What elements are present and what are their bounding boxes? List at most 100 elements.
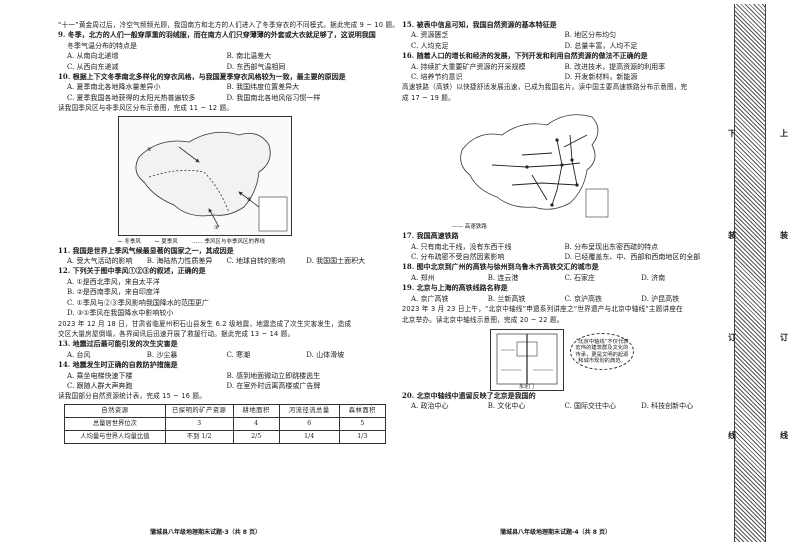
option[interactable]: C. 跟随人群大声奔跑 xyxy=(67,381,133,390)
option[interactable]: C. 分布疏密不受自然因素影响 xyxy=(411,253,505,262)
option[interactable]: A. 夏季南北各地降水量差异小 xyxy=(67,83,161,92)
option[interactable]: B. 南北温差大 xyxy=(226,52,272,61)
option[interactable]: C. 寒潮 xyxy=(226,350,251,359)
table-header-cell: 森林面积 xyxy=(338,403,387,418)
option[interactable]: D. 东西部气温相同 xyxy=(226,62,286,71)
option[interactable]: A. 乘坐电梯快速下楼 xyxy=(67,371,133,380)
intro-20-22: 2023 年 3 月 23 日上午，“北京中轴线”申遗系列讲座之“世界遗产与北京… xyxy=(402,305,683,314)
intro-9-10: “十一”黄金周过后，冷空气频频光顾，我国南方和北方的人们进入了冬季穿衣的不同模式… xyxy=(58,21,400,29)
option[interactable]: B. 改进技术，提高资源的利用率 xyxy=(564,62,666,71)
binding-label: 订 xyxy=(728,333,736,342)
question-19-options: A. 京广高铁 B. 兰新高铁 C. 京沪高铁 D. 沪昆高铁 xyxy=(402,294,718,304)
option[interactable]: C. 地球自转的影响 xyxy=(226,257,286,266)
option[interactable]: C. 人均充足 xyxy=(411,41,449,50)
central-axis-figure xyxy=(496,333,558,385)
option[interactable]: A. 只有南北干线，没有东西干线 xyxy=(411,242,512,251)
option[interactable]: D. 济南 xyxy=(641,273,666,282)
option[interactable]: C. 石家庄 xyxy=(564,273,596,282)
binding-label: 线 xyxy=(728,431,736,440)
question-14-options: A. 乘坐电梯快速下楼 B. 感到地面微动立即跳楼逃生 C. 跟随人群大声奔跑 … xyxy=(58,371,386,392)
monsoon-map-figure: ① ② ③ xyxy=(135,131,288,231)
table-cell: 总量居世界位次 xyxy=(64,416,166,431)
option[interactable]: B. 沙尘暴 xyxy=(146,350,178,359)
option[interactable]: A. 政治中心 xyxy=(411,402,449,411)
question-19: 19. 北京与上海的高铁线路名称是 xyxy=(402,283,508,293)
legend-item: ← 冬季风 xyxy=(118,238,141,245)
option[interactable]: A. 台风 xyxy=(67,350,91,359)
question-12-item: B. ②是西南季风，来自印度洋 xyxy=(67,288,160,297)
binding-label: 下 xyxy=(728,129,736,138)
option[interactable]: A. 受大气活动的影响 xyxy=(67,257,133,266)
option[interactable]: B. 我国纬度位置差异大 xyxy=(226,83,300,92)
option[interactable]: D. 我国国土面积大 xyxy=(306,257,366,266)
map-label: ③ xyxy=(214,225,219,231)
question-10-options: A. 夏季南北各地降水量差异小 B. 我国纬度位置差异大 C. 夏季我国各地获得… xyxy=(58,82,386,103)
option[interactable]: D. 在室外时远离高楼或广告牌 xyxy=(226,381,321,390)
binding-label: 装 xyxy=(780,231,788,240)
option[interactable]: D. 已经覆盖东、中、西部和西南地区的全部 xyxy=(564,253,701,262)
question-15-options: A. 资源匮乏 B. 地区分布均匀 C. 人均充足 D. 总量丰富，人均不足 xyxy=(402,30,718,51)
option[interactable]: B. 连云港 xyxy=(487,273,519,282)
intro-13-14-cont: 交区大量房屋倒塌，各界闻讯后迅速开展了救援行动。据此完成 13 ~ 14 题。 xyxy=(58,329,295,338)
option[interactable]: C. 夏季我国各地获得的太阳光热普遍较多 xyxy=(67,93,196,102)
question-13: 13. 地震过后最可能引发的次生灾害是 xyxy=(58,339,178,349)
monsoon-map: ① ② ③ xyxy=(118,115,292,236)
axis-callout: “北京中轴线”不仅代表宏伟的建筑群及文化的传承，更是文明的起源和城市规划的典范。 xyxy=(570,332,634,371)
option[interactable]: A. 从南向北递增 xyxy=(67,52,119,61)
option[interactable]: D. 科技创新中心 xyxy=(641,402,694,411)
legend-item: ← 夏季风 xyxy=(154,238,178,245)
option[interactable]: C. 京沪高铁 xyxy=(564,294,603,303)
option[interactable]: D. 我国南北各地风俗习惯一样 xyxy=(226,93,321,102)
intro-20-22-cont: 北京举办。读北京中轴线示意图，完成 20 ~ 22 题。 xyxy=(402,315,564,324)
option[interactable]: C. 国际交往中心 xyxy=(564,402,617,411)
option[interactable]: A. 资源匮乏 xyxy=(411,31,449,40)
question-11: 11. 我国是世界上季风气候最显著的国家之一，其成因是 xyxy=(58,245,234,255)
railway-map xyxy=(452,105,612,222)
table-cell: 6 xyxy=(278,416,340,431)
binding-label: 订 xyxy=(780,333,788,342)
option[interactable]: D. 沪昆高铁 xyxy=(641,294,680,303)
map-label-yongdingmen: 永定门 xyxy=(519,383,535,390)
table-header-cell: 已探明的矿产资源 xyxy=(164,403,234,418)
legend-item: …… 季风区与非季风区的界线 xyxy=(191,238,265,245)
table-header-row: 自然资源 已探明的矿产资源 耕地面积 河流径流总量 森林面积 xyxy=(64,403,387,418)
binding-margin: 下 上 装 装 订 订 线 线 xyxy=(728,0,794,546)
option[interactable]: B. 文化中心 xyxy=(487,402,526,411)
question-18-options: A. 郑州 B. 连云港 C. 石家庄 D. 济南 xyxy=(402,273,718,283)
option[interactable]: D. 山体滑坡 xyxy=(306,350,345,359)
question-17-options: A. 只有南北干线，没有东西干线 B. 分布呈现出东密西疏的特点 C. 分布疏密… xyxy=(402,242,718,263)
option[interactable]: B. 地区分布均匀 xyxy=(564,31,617,40)
option[interactable]: B. 海陆热力性质差异 xyxy=(146,257,213,266)
question-9-cont: 冬季气温分布的特点是 xyxy=(67,41,137,50)
binding-pattern xyxy=(734,4,766,542)
intro-13-14: 2023 年 12 月 18 日，甘肃省临夏州积石山县发生 6.2 级地震，地震… xyxy=(58,319,352,328)
option[interactable]: A. 持续扩大重要矿产资源的开采规模 xyxy=(411,62,526,71)
table-cell: 2/5 xyxy=(232,429,280,444)
option[interactable]: B. 分布呈现出东密西疏的特点 xyxy=(564,242,659,251)
question-16-options: A. 持续扩大重要矿产资源的开采规模 B. 改进技术，提高资源的利用率 C. 培… xyxy=(402,62,718,83)
central-axis-map: 永定门 xyxy=(490,328,564,391)
binding-label: 线 xyxy=(780,431,788,440)
option[interactable]: B. 兰新高铁 xyxy=(487,294,526,303)
option[interactable]: A. 京广高铁 xyxy=(411,294,449,303)
question-18: 18. 图中北京到广州的高铁与徐州到乌鲁木齐高铁交汇的城市是 xyxy=(402,262,599,272)
option[interactable]: D. 总量丰富，人均不足 xyxy=(564,41,638,50)
option[interactable]: C. 从西向东递减 xyxy=(67,62,119,71)
intro-11-12: 读我国季风区与非季风区分布示意图，完成 11 ~ 12 题。 xyxy=(58,104,234,113)
question-17: 17. 我国高速铁路 xyxy=(402,231,459,241)
table-cell: 3 xyxy=(164,416,234,431)
intro-17-19-cont: 成 17 ~ 19 题。 xyxy=(402,93,455,102)
binding-label: 上 xyxy=(780,129,788,138)
axis-figure: 永定门 “北京中轴线”不仅代表宏伟的建筑群及文化的传承，更是文明的起源和城市规划… xyxy=(402,325,718,391)
map-label: ① xyxy=(147,147,152,153)
railway-map-figure xyxy=(460,114,609,218)
table-cell: 4 xyxy=(232,416,280,431)
option[interactable]: A. 郑州 xyxy=(411,273,435,282)
option[interactable]: C. 培养节约意识 xyxy=(411,73,463,82)
question-15: 15. 被表中信息可知，我国自然资源的基本特征是 xyxy=(402,20,557,29)
railway-map-legend: —— 高速铁路 xyxy=(452,224,487,231)
table-cell: 不到 1/2 xyxy=(164,429,234,444)
table-header-cell: 河流径流总量 xyxy=(278,403,340,418)
option[interactable]: B. 感到地面微动立即跳楼逃生 xyxy=(226,371,321,380)
option[interactable]: D. 开发新材料，新能源 xyxy=(564,73,638,82)
